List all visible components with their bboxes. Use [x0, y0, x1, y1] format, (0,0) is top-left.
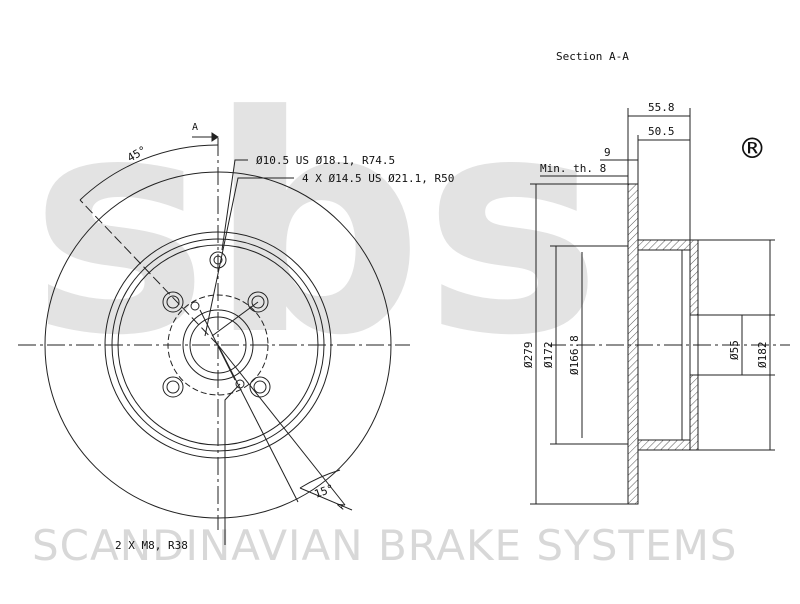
callout-threads: 2 X M8, R38	[115, 539, 188, 552]
bolt-hole	[247, 291, 269, 313]
disc-outer-edge	[44, 171, 392, 519]
hat-wall-bottom	[637, 439, 691, 451]
center-bore-inner	[189, 316, 247, 374]
angle-ray-45	[79, 199, 219, 346]
angle-arc-45	[79, 144, 219, 201]
hat-outer-circle	[104, 231, 332, 459]
dia-label-inner: Ø166.8	[568, 335, 581, 375]
dia-label-center: Ø55	[728, 340, 741, 360]
min-thickness-label: Min. th. 8	[540, 162, 606, 175]
section-marker-line-bottom	[299, 487, 353, 511]
dia-label-bolt-circle: Ø182	[756, 342, 769, 369]
bolt-hole	[162, 376, 184, 398]
bolt-hole	[162, 291, 184, 313]
section-label-bottom: A	[336, 501, 348, 511]
small-hole	[209, 251, 227, 269]
section-label-top: A	[192, 122, 198, 133]
section-view	[530, 108, 790, 505]
hat-inner-circle	[111, 238, 325, 452]
dim-label-hat-height: 50.5	[648, 125, 675, 138]
leader-threads-b	[199, 309, 236, 381]
dia-label-hat: Ø172	[542, 342, 555, 369]
threaded-hole	[190, 301, 200, 311]
friction-ring-section	[627, 183, 639, 505]
center-bore-circle	[182, 309, 254, 381]
angle-arc-15	[299, 469, 341, 489]
watermark-logo: sbs	[30, 52, 602, 401]
dim-label-thickness: 9	[604, 146, 611, 159]
dia-label-outer: Ø279	[522, 342, 535, 369]
bolt-hole	[249, 376, 271, 398]
section-arrow-top-icon	[211, 132, 219, 142]
leader-bolt-holes	[204, 177, 294, 337]
angle-label-15: 15°	[313, 482, 336, 501]
bolt-circle	[167, 294, 269, 396]
front-view	[18, 132, 410, 545]
callout-small-holes: Ø10.5 US Ø18.1, R74.5	[256, 154, 395, 167]
angle-ray-15b	[217, 344, 299, 503]
registered-mark-icon: ®	[742, 129, 763, 169]
angle-ray-15	[217, 344, 346, 506]
leader-bolt-holes-b	[211, 301, 259, 337]
hat-wall-top	[637, 239, 691, 251]
dim-label-total-height: 55.8	[648, 101, 675, 114]
brand-line: SCANDINAVIAN BRAKE SYSTEMS	[32, 521, 737, 570]
leader-threads	[224, 383, 241, 545]
leader-small-holes	[221, 159, 248, 251]
callout-bolt-holes: 4 X Ø14.5 US Ø21.1, R50	[302, 172, 454, 185]
hat-step-circle	[117, 244, 319, 446]
section-title: Section A-A	[556, 50, 629, 63]
